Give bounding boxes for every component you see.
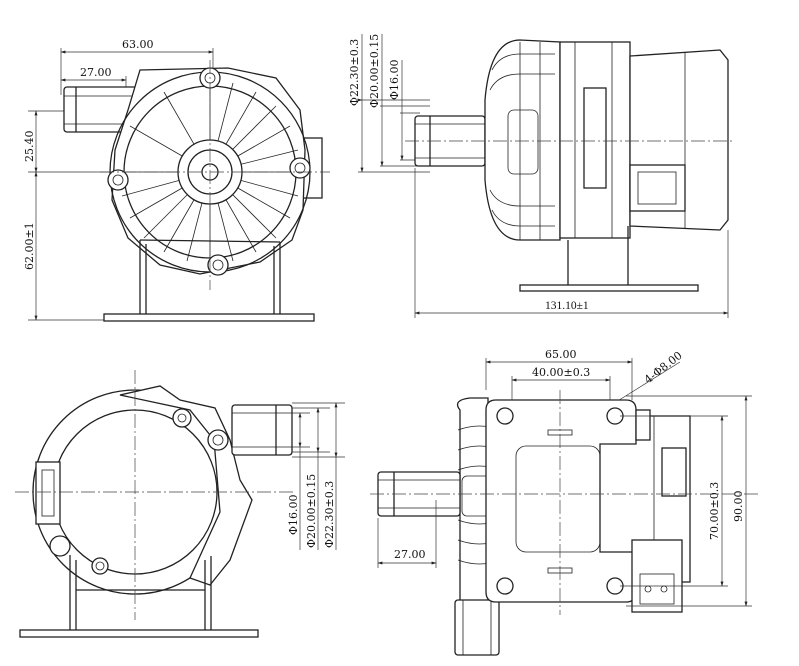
rear-view: Φ16.00 Φ20.00±0.15 Φ22.30±0.3: [15, 370, 345, 638]
dim-hole-spacing-label: 40.00±0.3: [532, 366, 590, 379]
dim-total-height-label: 62.00±1: [23, 222, 36, 270]
dim-inlet-len-label: 27.00: [394, 548, 426, 561]
rear-dim-d2-label: Φ20.00±0.15: [305, 474, 318, 548]
dim-vert-total-label: 90.00: [732, 491, 745, 523]
front-view: 63.00 27.00 25.40 62.00±1: [23, 38, 330, 322]
dim-d2-label: Φ20.00±0.15: [368, 34, 381, 108]
dim-vert-spacing-label: 70.00±0.3: [708, 482, 721, 540]
dim-length-label: 131.10±1: [545, 300, 589, 312]
dim-holes-label: 4-Φ8.00: [642, 349, 685, 386]
side-view: Φ22.30±0.3 Φ20.00±0.15 Φ16.00: [348, 34, 735, 318]
dim-width-label: 63.00: [122, 38, 154, 51]
dim-bracket-width-label: 65.00: [545, 348, 577, 361]
dim-d1-label: Φ22.30±0.3: [348, 39, 361, 106]
dim-inlet-height-label: 25.40: [23, 131, 36, 163]
dim-inlet-offset-label: 27.00: [80, 66, 112, 79]
bottom-view: 65.00 40.00±0.3 4-Φ8.00: [370, 348, 760, 656]
rear-dim-d3-label: Φ16.00: [287, 494, 300, 535]
rear-dim-d1-label: Φ22.30±0.3: [323, 481, 336, 548]
dim-d3-label: Φ16.00: [388, 59, 401, 100]
